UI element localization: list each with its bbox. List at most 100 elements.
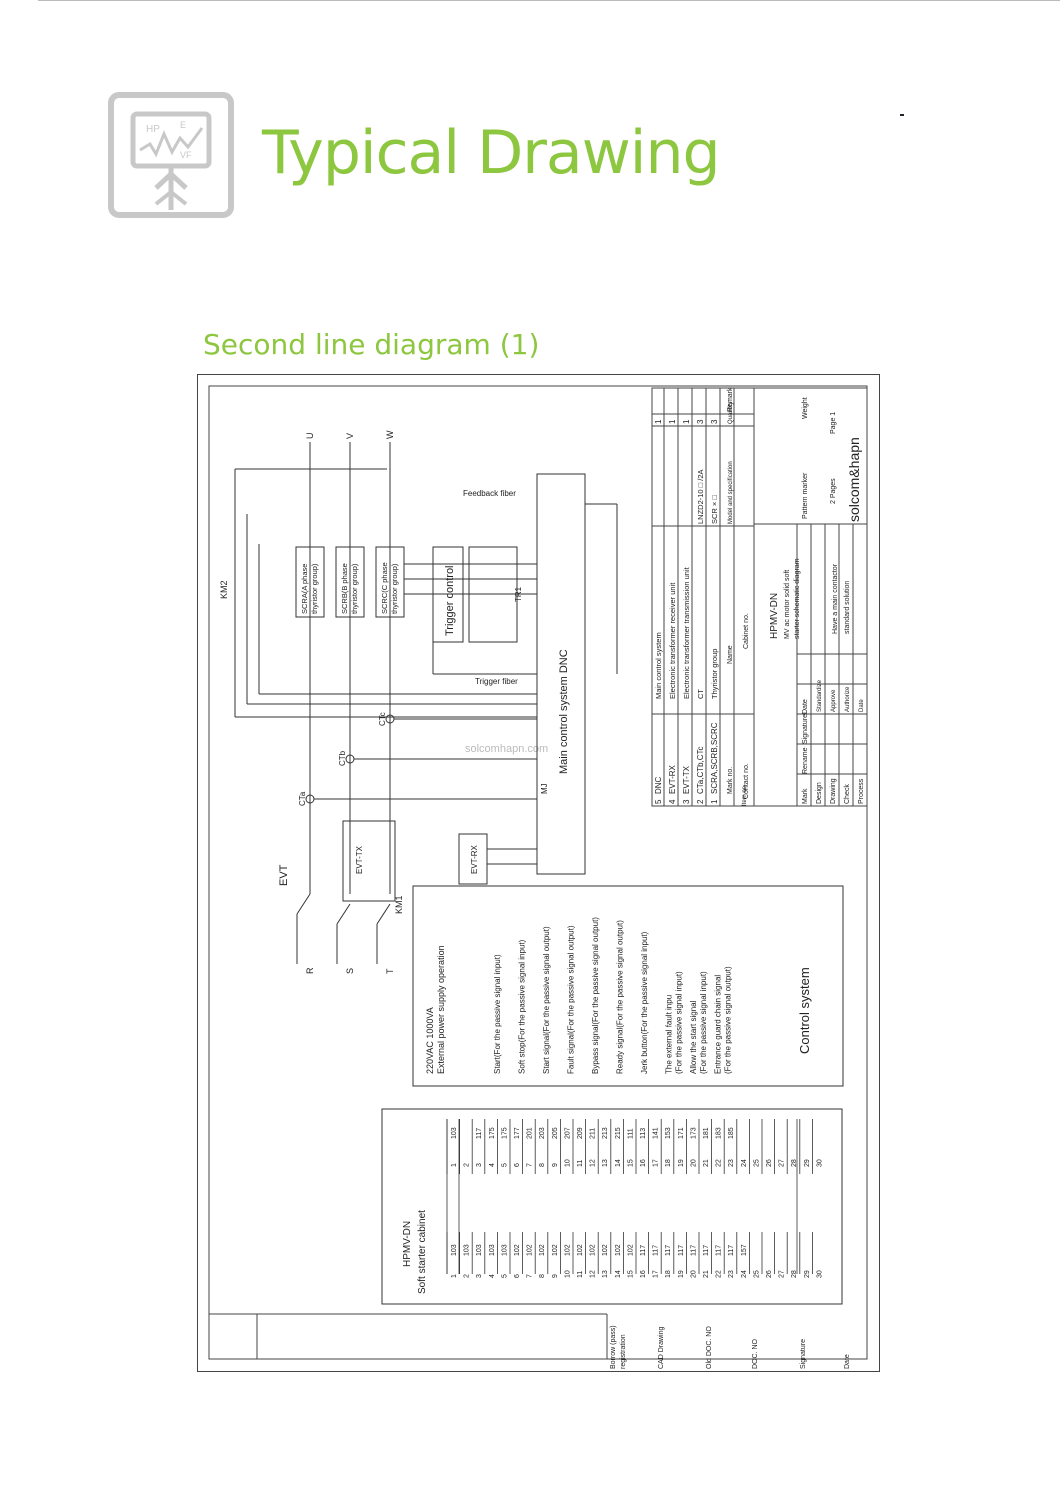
terminal-value-right: 205 — [552, 1127, 559, 1139]
terminal-value-left: 102 — [602, 1244, 609, 1256]
terminal-number-left: 16 — [640, 1270, 647, 1278]
terminal-value-left: 117 — [728, 1245, 735, 1256]
titleblock-row-label: Design — [816, 782, 823, 804]
bom-qty: 1 — [668, 419, 677, 424]
phase-v-label: V — [345, 433, 355, 439]
sidebar-table — [208, 1313, 608, 1359]
terminal-number-right: 2 — [464, 1163, 471, 1167]
terminal-number-left: 11 — [577, 1271, 584, 1278]
terminal-value-right: 173 — [690, 1127, 697, 1139]
terminal-number-right: 20 — [690, 1159, 697, 1167]
km2-label: KM2 — [219, 580, 229, 599]
terminal-value-right: 181 — [703, 1127, 710, 1139]
terminal-value-left: 103 — [501, 1244, 508, 1256]
terminal-value-left: 103 — [451, 1244, 458, 1256]
bom-spec: LNZD2-10 □ /2A — [696, 469, 705, 524]
signal-label: Jerk button(For the passive signal input… — [640, 931, 649, 1074]
desc2-label: starter schematic diagram — [794, 558, 801, 639]
scrb-sub-label: thyristor group) — [350, 563, 359, 614]
terminal-value-left: 103 — [489, 1244, 496, 1256]
terminal-number-right: 29 — [804, 1159, 811, 1167]
signal-label: (For the passive signal output) — [724, 966, 733, 1074]
terminal-value-right: 213 — [602, 1127, 609, 1139]
bom-item-no: 4 — [668, 799, 677, 804]
terminal-number-right: 13 — [602, 1159, 609, 1167]
tr1-label: TR1 — [514, 586, 523, 602]
scrc-label: SCRC(C phase — [380, 562, 389, 614]
terminal-value-right: 183 — [716, 1127, 723, 1139]
terminal-number-left: 20 — [690, 1270, 697, 1278]
signal-label: Start(For the passive signal input) — [493, 954, 502, 1074]
terminal-value-right: 153 — [665, 1127, 672, 1139]
terminal-number-right: 17 — [653, 1159, 660, 1167]
signal-label: Bypass signal(For the passive signal out… — [591, 917, 600, 1074]
terminal-value-left: 117 — [640, 1245, 647, 1256]
scra-sub-label: thyristor group) — [310, 563, 319, 614]
titleblock-row-label: Check — [844, 784, 851, 804]
titleblock-row-label: Process — [858, 778, 865, 804]
terminal-number-right: 6 — [514, 1163, 521, 1167]
hp-e-vf-logo-icon: HP E VF — [108, 92, 234, 218]
bom-mark: EVT-RX — [668, 764, 677, 794]
signal-label: Ready signal(For the passive signal outp… — [616, 920, 625, 1074]
power-line2: External power supply operation — [436, 945, 446, 1074]
contact-no-label: Contact no. — [743, 763, 750, 799]
bom-mark: DNC — [654, 776, 663, 794]
signal-label: Start signal(For the passive signal outp… — [542, 926, 551, 1074]
terminal-value-right: 207 — [564, 1127, 571, 1139]
terminal-number-left: 12 — [590, 1270, 597, 1278]
power-circuit — [234, 442, 618, 964]
terminal-number-left: 6 — [514, 1274, 521, 1278]
phase-t-label: T — [385, 968, 395, 974]
terminal-number-left: 3 — [476, 1274, 483, 1278]
terminal-value-right: 175 — [501, 1127, 508, 1139]
phase-r-label: R — [305, 967, 315, 974]
svg-text:HP: HP — [146, 124, 160, 135]
power-line1: 220VAC 1000VA — [425, 1007, 435, 1074]
terminal-number-left: 18 — [665, 1270, 672, 1278]
terminal-value-right: 203 — [539, 1127, 546, 1139]
weight-label: Weight — [802, 397, 809, 419]
terminal-number-right: 26 — [766, 1159, 773, 1167]
terminal-value-right: 201 — [527, 1127, 534, 1139]
bom-item-no: 5 — [654, 799, 663, 804]
signal-label: (For the passive signal input) — [675, 971, 684, 1074]
bom-name: Main control system — [654, 632, 663, 699]
evt-tx-label: EVT-TX — [355, 845, 364, 874]
bom-name: Thyristor group — [710, 649, 719, 699]
titleblock-col-label: Mark — [802, 788, 809, 804]
terminal-number-left: 5 — [501, 1274, 508, 1278]
terminal-value-left: 102 — [552, 1244, 559, 1256]
cabinet-line2: Soft starter cabinet — [417, 1210, 428, 1294]
scrb-label: SCRB(B phase — [340, 563, 349, 614]
signal-label: The external fault inpu — [665, 995, 674, 1074]
km1-label: KM1 — [394, 895, 404, 914]
terminal-number-right: 30 — [816, 1159, 823, 1167]
control-system-label: Control system — [797, 967, 812, 1054]
terminal-number-right: 7 — [527, 1163, 534, 1167]
terminal-number-right: 8 — [539, 1163, 546, 1167]
titleblock-col-label: Rename — [802, 747, 809, 774]
sidebar-label: CAD Drawing — [658, 1326, 665, 1369]
terminal-value-right: 171 — [678, 1127, 685, 1139]
terminal-value-left: 157 — [741, 1244, 748, 1256]
terminal-number-right: 19 — [678, 1159, 685, 1167]
titleblock-approval-label: Approve — [831, 689, 837, 712]
terminal-number-left: 19 — [678, 1270, 685, 1278]
terminal-number-left: 7 — [527, 1274, 534, 1278]
bom-item-no: 1 — [710, 799, 719, 804]
terminal-value-left: 102 — [539, 1244, 546, 1256]
bom-header-mark: Mark no. — [727, 767, 734, 794]
dnc-label: Main control system DNC — [558, 649, 570, 774]
page-subtitle: Second line diagram (1) — [203, 328, 540, 361]
terminal-number-left: 23 — [728, 1270, 735, 1278]
terminal-number-right: 25 — [753, 1159, 760, 1167]
cabinet-line1: HPMV-DN — [402, 1221, 413, 1267]
terminal-number-left: 29 — [804, 1270, 811, 1278]
terminal-number-right: 10 — [564, 1159, 571, 1167]
terminal-value-right: 111 — [627, 1128, 634, 1139]
ct-a-label: CTa — [298, 791, 307, 806]
terminal-number-right: 16 — [640, 1159, 647, 1167]
evt-label: EVT — [278, 864, 290, 886]
